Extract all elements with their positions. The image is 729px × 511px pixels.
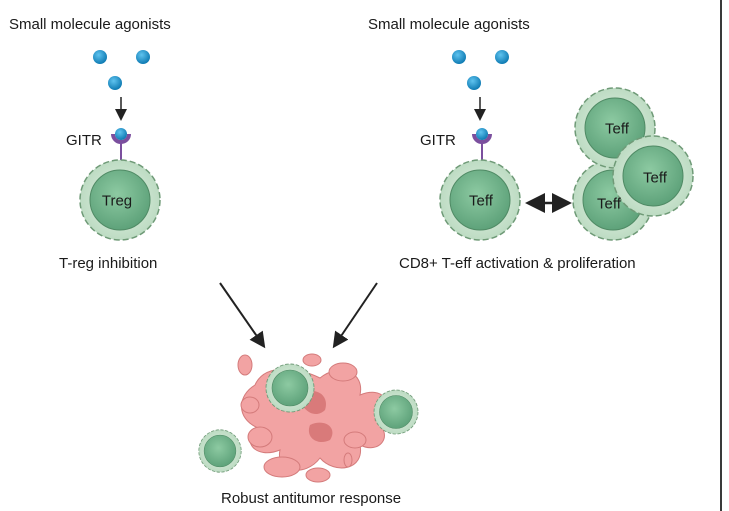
immune-cell xyxy=(198,429,242,473)
teff-label-proliferated: Teff xyxy=(643,169,667,187)
teff-caption: CD8+ T-eff activation & proliferation xyxy=(399,255,636,272)
agonist-label-right: Small molecule agonists xyxy=(368,16,530,33)
agonist-molecule xyxy=(452,50,466,64)
agonist-molecule xyxy=(108,76,122,90)
agonist-molecules-left xyxy=(93,50,150,90)
teff-label-proliferated: Teff xyxy=(597,195,621,213)
treg-caption: T-reg inhibition xyxy=(59,255,158,272)
agonist-molecules-right xyxy=(452,50,509,90)
teff-label-proliferated: Teff xyxy=(605,120,629,138)
teff-label: Teff xyxy=(469,192,493,210)
antitumor-caption: Robust antitumor response xyxy=(221,490,402,507)
agonist-molecule xyxy=(467,76,481,90)
treg-label: Treg xyxy=(101,192,133,210)
agonist-molecule xyxy=(136,50,150,64)
immune-cell-in-tumor xyxy=(265,363,315,413)
tumor-mass xyxy=(237,353,387,483)
panel-border xyxy=(720,0,722,511)
gitr-label-right: GITR xyxy=(420,132,456,149)
gitr-label-left: GITR xyxy=(66,132,102,149)
agonist-label-left: Small molecule agonists xyxy=(9,16,171,33)
agonist-molecule xyxy=(495,50,509,64)
agonist-molecule xyxy=(93,50,107,64)
immune-cell xyxy=(373,389,419,435)
gitr-receptor-left xyxy=(111,128,131,170)
converge-arrow-right xyxy=(332,282,378,349)
converge-arrow-left xyxy=(219,282,266,349)
